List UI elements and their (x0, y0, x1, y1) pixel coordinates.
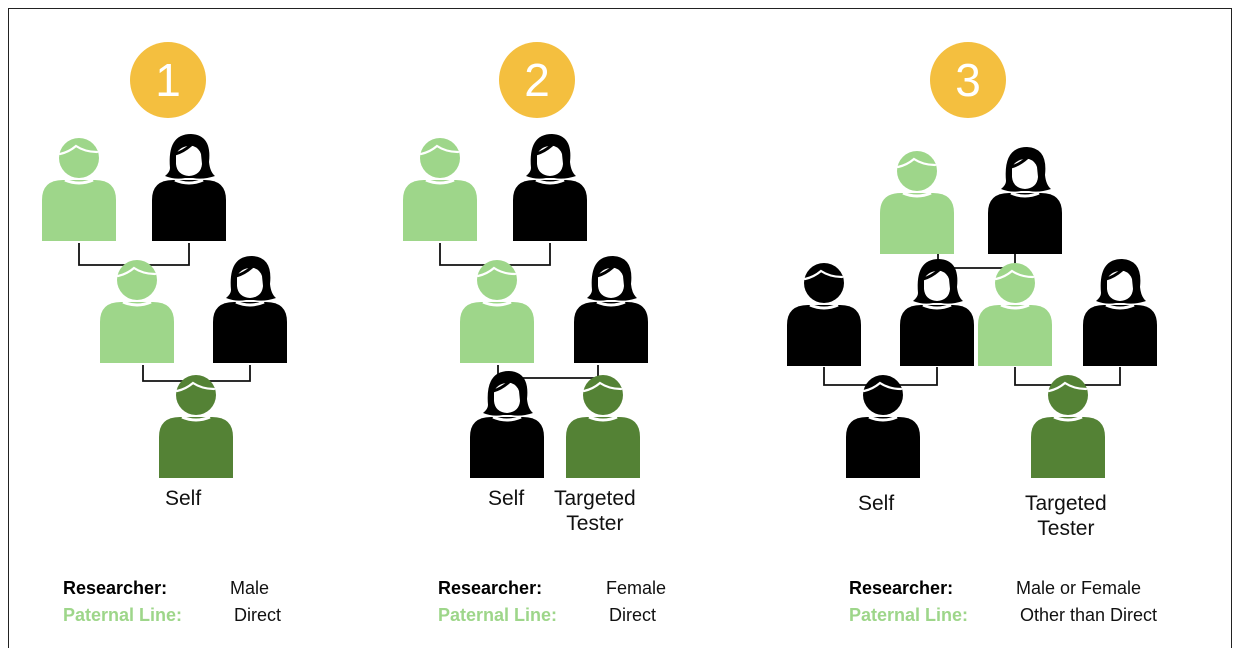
label-targeted-tester-panel-2: Targeted Tester (554, 487, 636, 536)
person-grandfather-panel-2-icon (403, 138, 477, 241)
info-panel-1: Researcher: Male Paternal Line: Direct (63, 575, 363, 629)
diagram-frame (8, 8, 1232, 648)
person-grandmother-panel-3-icon (988, 147, 1062, 254)
info-panel-2: Researcher: Female Paternal Line: Direct (438, 575, 738, 629)
badge-2: 2 (499, 42, 575, 118)
svg-text:2: 2 (524, 54, 550, 106)
person-uncle-panel-3-icon (978, 263, 1052, 366)
researcher-value: Female (606, 578, 667, 598)
researcher-key: Researcher: (849, 578, 954, 598)
person-father-panel-1-icon (100, 260, 174, 363)
paternal-line-key: Paternal Line: (849, 605, 969, 625)
label-self-panel-3: Self (858, 492, 895, 515)
person-self-panel-2-icon (470, 371, 544, 478)
person-father-panel-3-icon (787, 263, 861, 366)
researcher-value: Male or Female (1016, 578, 1142, 598)
researcher-key: Researcher: (438, 578, 543, 598)
paternal-line-value: Other than Direct (1020, 605, 1158, 625)
person-grandfather-panel-3-icon (880, 151, 954, 254)
info-panel-3: Researcher: Male or Female Paternal Line:… (849, 575, 1229, 629)
person-cousin-panel-3-icon (1031, 375, 1105, 478)
person-father-panel-2-icon (460, 260, 534, 363)
label-self-panel-2: Self (488, 487, 525, 510)
svg-text:1: 1 (155, 54, 181, 106)
paternal-line-value: Direct (609, 605, 657, 625)
paternal-line-value: Direct (234, 605, 282, 625)
paternal-line-key: Paternal Line: (63, 605, 183, 625)
person-mother-panel-1-icon (213, 256, 287, 363)
person-grandmother-panel-2-icon (513, 134, 587, 241)
person-grandmother-panel-1-icon (152, 134, 226, 241)
person-brother-panel-2-icon (566, 375, 640, 478)
paternal-line-key: Paternal Line: (438, 605, 558, 625)
label-targeted-tester-panel-3: Targeted Tester (1025, 492, 1107, 541)
researcher-value: Male (230, 578, 270, 598)
label-self-panel-1: Self (165, 487, 202, 510)
svg-text:3: 3 (955, 54, 981, 106)
person-self-panel-1-icon (159, 375, 233, 478)
person-aunt-by-marriage-panel-3-icon (1083, 259, 1157, 366)
person-mother-panel-3-icon (900, 259, 974, 366)
badge-1: 1 (130, 42, 206, 118)
badge-3: 3 (930, 42, 1006, 118)
person-grandfather-panel-1-icon (42, 138, 116, 241)
researcher-key: Researcher: (63, 578, 168, 598)
person-self-panel-3-icon (846, 375, 920, 478)
person-mother-panel-2-icon (574, 256, 648, 363)
